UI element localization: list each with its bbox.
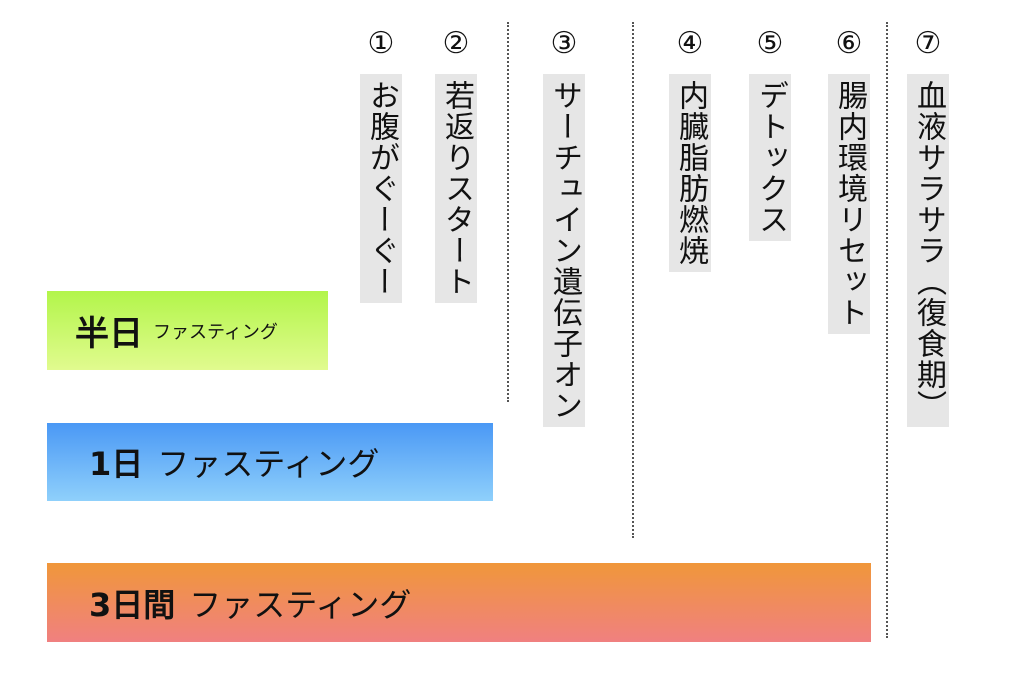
stage-6-label: 腸内環境リセット: [828, 74, 870, 334]
stage-5-label: デトックス: [749, 74, 791, 241]
bar-one-day-subtitle: ファスティング: [157, 445, 380, 483]
stage-5: ⑤ デトックス: [747, 22, 793, 241]
stage-1-number: ①: [367, 26, 395, 61]
divider-one-day: [632, 22, 634, 538]
stage-2-label: 若返りスタート: [435, 74, 477, 303]
stage-7: ⑦ 血液サラサラ（復食期）: [905, 22, 951, 427]
stage-4-number: ④: [676, 26, 704, 61]
stage-4-label: 内臓脂肪燃焼: [669, 74, 711, 272]
divider-half-day: [507, 22, 509, 402]
stage-3-label: サーチュイン遺伝子オン: [543, 74, 585, 427]
bar-half-day: 半日 ファスティング: [47, 291, 328, 370]
stage-5-number: ⑤: [756, 26, 784, 61]
stage-7-number: ⑦: [914, 26, 942, 61]
stage-6: ⑥ 腸内環境リセット: [826, 22, 872, 334]
stage-1-label: お腹がぐーぐー: [360, 74, 402, 303]
bar-three-days-title: 3日間: [89, 585, 176, 624]
bar-half-day-title: 半日: [75, 314, 143, 354]
stage-7-label: 血液サラサラ（復食期）: [907, 74, 949, 427]
bar-three-days: 3日間 ファスティング: [47, 563, 871, 642]
stage-2: ② 若返りスタート: [433, 22, 479, 303]
divider-three-days: [886, 22, 888, 638]
stage-3-number: ③: [550, 26, 578, 61]
stage-3: ③ サーチュイン遺伝子オン: [541, 22, 587, 427]
bar-three-days-subtitle: ファスティング: [189, 585, 412, 624]
bar-one-day: 1日 ファスティング: [47, 423, 493, 501]
stage-2-number: ②: [442, 26, 470, 61]
stage-1: ① お腹がぐーぐー: [358, 22, 404, 303]
stage-6-number: ⑥: [835, 26, 863, 61]
stage-4: ④ 内臓脂肪燃焼: [667, 22, 713, 272]
bar-one-day-title: 1日: [89, 445, 144, 483]
bar-half-day-subtitle: ファスティング: [153, 321, 278, 343]
